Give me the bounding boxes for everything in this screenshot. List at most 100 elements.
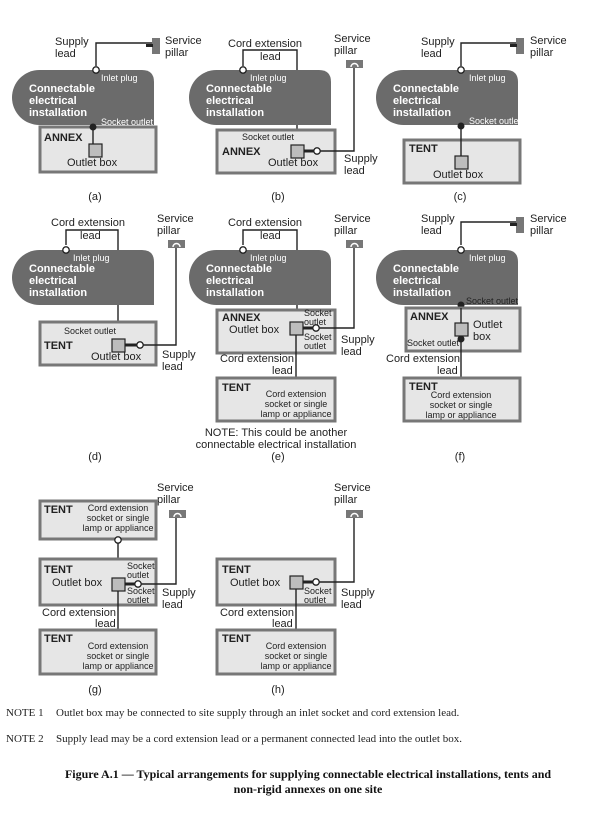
label: Service <box>165 35 202 47</box>
label: pillar <box>334 494 358 506</box>
cord-extension-lead-label: Cord extension <box>386 353 460 365</box>
plug-symbol <box>136 341 144 349</box>
supply-lead-wire <box>143 248 177 346</box>
socket-outlet-label: Socket outlet <box>242 132 295 142</box>
tent-label: TENT <box>222 633 251 645</box>
cord-extension-lead-label: Cord extension <box>220 353 294 365</box>
outlet-box-label: Outlet box <box>229 324 280 336</box>
cord-extension-socket-label: Cord extension <box>88 641 149 651</box>
subfigure-label: (a) <box>88 191 101 203</box>
tent-label: TENT <box>44 564 73 576</box>
label: lead <box>162 361 183 373</box>
connectable-installation-label: installation <box>206 287 264 299</box>
label: Supply <box>162 349 196 361</box>
outlet-box-label: Outlet box <box>52 577 103 589</box>
subfigure-label: (g) <box>88 684 101 696</box>
plug-symbol <box>313 147 321 155</box>
cord-extension-socket-label: lamp or appliance <box>425 410 496 420</box>
label: Outlet <box>473 319 502 331</box>
tent-box <box>38 499 158 541</box>
subfigure-label: (d) <box>88 451 101 463</box>
cord-extension-socket-label: Cord extension <box>88 503 149 513</box>
cord-extension-lead-label: lead <box>80 230 101 242</box>
cord-extension-socket-label: Cord extension <box>431 390 492 400</box>
label: pillar <box>157 225 181 237</box>
cord-extension-lead-label: lead <box>260 230 281 242</box>
cord-extension-socket-label: socket or single <box>265 399 328 409</box>
socket-outlet-label: Socket outlet <box>64 326 117 336</box>
socket-outlet <box>457 122 465 130</box>
inlet-plug-label: Inlet plug <box>250 253 287 263</box>
label: Service <box>157 213 194 225</box>
service-pillar-plug <box>146 44 153 47</box>
label: box <box>473 331 491 343</box>
annex-label: ANNEX <box>410 311 449 323</box>
connectable-installation <box>11 250 154 305</box>
inlet-plug <box>239 246 247 254</box>
connectable-installation-label: Connectable <box>29 263 95 275</box>
inlet-plug-label: Inlet plug <box>469 253 506 263</box>
subfigure-label: (f) <box>455 451 465 463</box>
annex-label: ANNEX <box>222 146 261 158</box>
connectable-installation-label: installation <box>29 107 87 119</box>
connectable-installation-label: electrical <box>206 275 254 287</box>
label: pillar <box>530 225 554 237</box>
cord-extension-socket-label: lamp or appliance <box>260 409 331 419</box>
label: lead <box>341 346 362 358</box>
cord-extension-socket-label: socket or single <box>430 400 493 410</box>
tent-box <box>215 628 337 676</box>
supply-lead-wire <box>141 518 177 585</box>
label: lead <box>162 599 183 611</box>
cord-extension-socket-label: lamp or appliance <box>260 661 331 671</box>
socket-outlet-label: Socket outlet <box>407 338 460 348</box>
socket-outlet-label: Socket outlet <box>101 117 154 127</box>
connectable-installation-label: electrical <box>29 275 77 287</box>
outlet-box <box>289 575 304 590</box>
annex-label: ANNEX <box>222 312 261 324</box>
label: lead <box>421 48 442 60</box>
inlet-plug <box>239 66 247 74</box>
label: pillar <box>530 47 554 59</box>
label: Supply <box>421 36 455 48</box>
label: pillar <box>157 494 181 506</box>
supply-lead-wire <box>319 518 355 583</box>
tent-label: TENT <box>222 382 251 394</box>
cord-extension-socket-label: socket or single <box>87 651 150 661</box>
outlet-box <box>454 322 469 337</box>
figure-diagram: SupplyleadServicepillarConnectableelectr… <box>11 33 567 696</box>
label: Service <box>157 482 194 494</box>
tent-box <box>402 376 522 423</box>
label: Service <box>530 35 567 47</box>
cord-extension-lead-label: lead <box>95 618 116 630</box>
connectable-installation-label: electrical <box>393 95 441 107</box>
tent-box <box>215 376 337 423</box>
socket-outlet-label: Socket outlet <box>469 116 522 126</box>
connectable-installation <box>375 250 518 305</box>
socket-outlet <box>89 123 97 131</box>
cord-extension-lead-label: lead <box>437 365 458 377</box>
connectable-installation-label: installation <box>206 107 264 119</box>
label: Supply <box>421 213 455 225</box>
cord-extension-lead-label: lead <box>272 618 293 630</box>
tent-label: TENT <box>409 143 438 155</box>
outlet-box <box>454 155 469 170</box>
subfigure-label: (h) <box>271 684 284 696</box>
label: lead <box>344 165 365 177</box>
connectable-installation-label: electrical <box>393 275 441 287</box>
label: lead <box>421 225 442 237</box>
socket-outlet-label: outlet <box>127 595 150 605</box>
cord-extension-socket-label: socket or single <box>87 513 150 523</box>
outlet-box-label: Outlet box <box>433 169 484 181</box>
service-pillar-socket <box>173 512 182 518</box>
supply-lead-wire <box>95 42 153 66</box>
label: Supply <box>341 334 375 346</box>
connectable-installation-label: electrical <box>206 95 254 107</box>
connectable-installation-label: Connectable <box>393 263 459 275</box>
tent-label: TENT <box>44 340 73 352</box>
socket-outlet-label: outlet <box>304 341 327 351</box>
supply-lead-wire <box>460 221 517 245</box>
inlet-plug <box>457 66 465 74</box>
cord-extension-socket-label: socket or single <box>265 651 328 661</box>
